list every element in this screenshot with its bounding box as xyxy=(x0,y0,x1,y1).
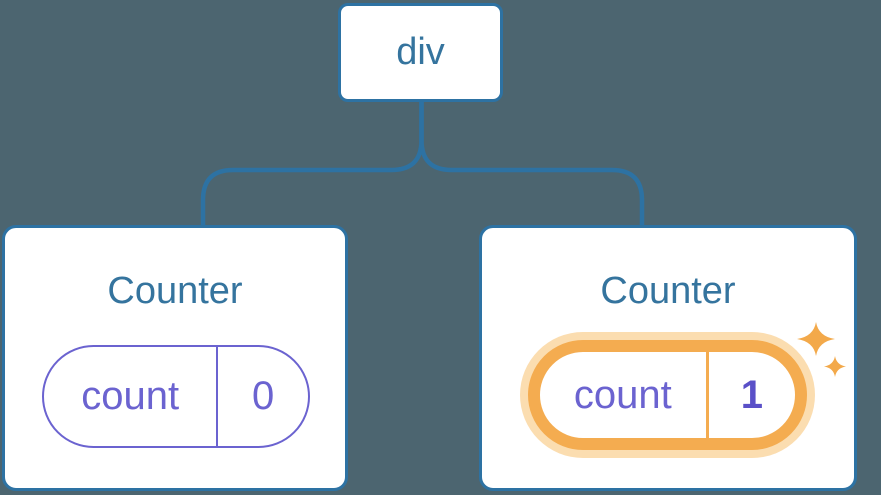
state-value: 1 xyxy=(705,352,795,438)
state-pill-highlighted: count 1 xyxy=(528,340,807,450)
counter-card-left: Counter count 0 xyxy=(2,225,348,491)
connector-right-branch xyxy=(419,102,645,227)
counter-card-right: Counter count 1 xyxy=(479,225,857,491)
state-key: count xyxy=(81,374,180,418)
state-value: 0 xyxy=(216,347,308,446)
state-key: count xyxy=(573,372,672,417)
connector-left-branch xyxy=(200,102,424,227)
sparkles-icon xyxy=(797,322,846,377)
sparkle-small xyxy=(824,356,846,377)
root-node-div: div xyxy=(338,3,503,102)
state-pill: count 0 xyxy=(42,345,310,448)
component-title: Counter xyxy=(600,270,736,312)
component-title: Counter xyxy=(107,270,243,312)
root-node-label: div xyxy=(396,31,445,73)
sparkle-large xyxy=(797,322,835,356)
